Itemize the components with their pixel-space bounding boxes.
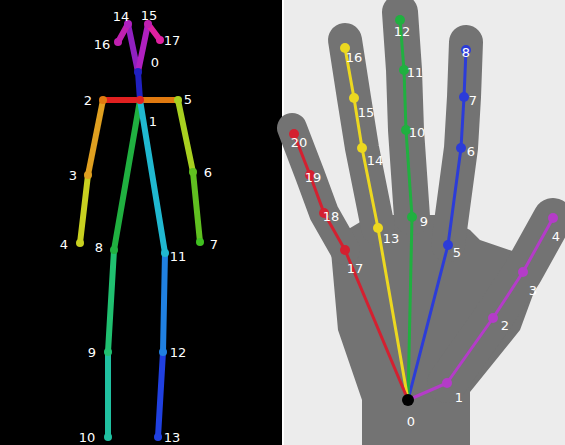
keypoint-number: 10 [409, 126, 426, 139]
finger-bone [408, 50, 466, 400]
body-joint [104, 433, 112, 441]
hand-joint [402, 394, 414, 406]
keypoint-number: 6 [204, 166, 212, 179]
body-joint [154, 433, 162, 441]
hand-joint [373, 223, 383, 233]
keypoint-number: 0 [407, 415, 415, 428]
body-joint [174, 96, 182, 104]
body-limb [163, 253, 165, 352]
keypoint-number: 2 [501, 319, 509, 332]
body-joint [99, 96, 107, 104]
body-joint [104, 348, 112, 356]
body-joint [110, 246, 118, 254]
keypoint-number: 17 [347, 262, 364, 275]
keypoint-number: 12 [394, 25, 411, 38]
body-joint [114, 38, 122, 46]
body-joint [189, 168, 197, 176]
body-joint [76, 239, 84, 247]
hand-panel [283, 0, 565, 445]
body-limb [193, 172, 200, 242]
keypoint-number: 5 [453, 246, 461, 259]
body-joint [161, 249, 169, 257]
hand-joint [518, 267, 528, 277]
hand-joint [395, 15, 405, 25]
keypoint-number: 15 [141, 9, 158, 22]
finger-bone [294, 134, 408, 400]
hand-joint [407, 212, 417, 222]
hand-joint [442, 378, 452, 388]
body-limb [108, 250, 114, 352]
body-limb [103, 97, 140, 103]
keypoint-number: 4 [60, 238, 68, 251]
body-limb [105, 352, 111, 437]
body-joint [136, 96, 144, 104]
keypoint-number: 6 [467, 145, 475, 158]
body-limb [114, 100, 140, 250]
keypoint-number: 8 [462, 46, 470, 59]
keypoint-number: 13 [164, 431, 181, 444]
keypoint-number: 12 [170, 346, 187, 359]
keypoint-number: 7 [469, 94, 477, 107]
hand-shape [292, 12, 553, 445]
body-joint [84, 171, 92, 179]
keypoint-number: 8 [95, 241, 103, 254]
body-limb [140, 100, 165, 253]
hand-joint [456, 143, 466, 153]
keypoint-number: 16 [94, 38, 111, 51]
hand-joint [357, 143, 367, 153]
hand-joint [340, 245, 350, 255]
keypoint-number: 9 [420, 215, 428, 228]
keypoint-number: 10 [79, 431, 96, 444]
keypoint-number: 1 [455, 391, 463, 404]
keypoint-number: 16 [346, 51, 363, 64]
body-joint [156, 36, 164, 44]
keypoint-number: 19 [305, 171, 322, 184]
bones [80, 20, 553, 437]
body-joint [196, 238, 204, 246]
body-joint [134, 68, 142, 76]
keypoint-number: 13 [383, 232, 400, 245]
keypoint-number: 5 [184, 93, 192, 106]
hand-joint [349, 93, 359, 103]
keypoint-number: 9 [88, 346, 96, 359]
keypoint-number: 17 [164, 34, 181, 47]
keypoint-number: 15 [358, 106, 375, 119]
keypoint-number: 14 [367, 154, 384, 167]
keypoint-number: 11 [170, 250, 187, 263]
hand-joint [548, 213, 558, 223]
body-limb [138, 72, 140, 100]
joints [76, 15, 558, 441]
body-limb [138, 24, 148, 72]
keypoint-number: 14 [113, 10, 130, 23]
keypoint-number: 2 [84, 94, 92, 107]
keypoint-number: 3 [69, 169, 77, 182]
keypoint-number: 7 [210, 238, 218, 251]
keypoint-number: 11 [407, 66, 424, 79]
panel-divider [282, 0, 284, 445]
body-limb [88, 100, 103, 175]
body-limb [158, 352, 163, 437]
keypoint-number: 0 [151, 56, 159, 69]
keypoint-number: 1 [149, 115, 157, 128]
hand-joint [459, 92, 469, 102]
hand-joint [488, 313, 498, 323]
keypoint-number: 4 [552, 230, 560, 243]
finger-bone [408, 218, 553, 400]
keypoint-number: 3 [529, 284, 537, 297]
keypoint-number: 18 [323, 210, 340, 223]
body-joint [159, 348, 167, 356]
body-panel [0, 0, 283, 445]
hand-joint [443, 240, 453, 250]
finger-bone [345, 48, 408, 400]
keypoint-number: 20 [291, 136, 308, 149]
body-limb [80, 175, 88, 243]
body-limb [140, 97, 178, 103]
body-limb [178, 100, 193, 172]
